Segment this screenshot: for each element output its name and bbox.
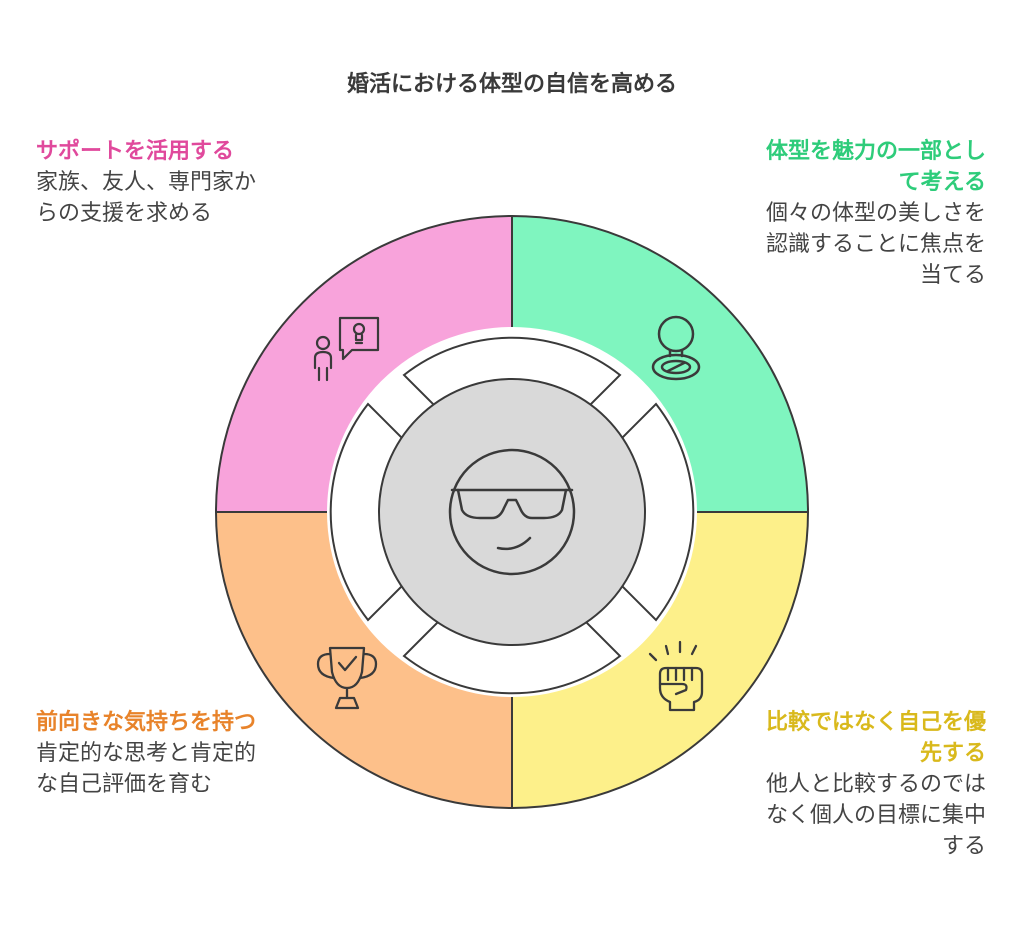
section-self-priority: 比較ではなく自己を優先する 他人と比較するのではなく個人の目標に集中する: [754, 707, 986, 862]
section-body-as-charm: 体型を魅力の一部として考える 個々の体型の美しさを認識することに焦点を当てる: [754, 136, 986, 291]
section-body: 他人と比較するのではなく個人の目標に集中する: [765, 772, 986, 859]
section-support: サポートを活用する 家族、友人、専門家からの支援を求める: [36, 136, 268, 229]
section-heading: 前向きな気持ちを持つ: [36, 710, 257, 735]
section-heading: 比較ではなく自己を優先する: [765, 710, 986, 766]
section-body: 肯定的な思考と肯定的な自己評価を育む: [36, 741, 257, 797]
center-disc: [378, 378, 646, 646]
person-lightbulb-icon: [313, 316, 380, 382]
section-heading: 体型を魅力の一部として考える: [765, 139, 986, 195]
mirror-icon: [651, 315, 701, 381]
section-body: 家族、友人、専門家からの支援を求める: [36, 170, 257, 226]
page-title: 婚活における体型の自信を高める: [346, 72, 677, 97]
section-heading: サポートを活用する: [36, 139, 235, 164]
section-positive-mind: 前向きな気持ちを持つ 肯定的な思考と肯定的な自己評価を育む: [36, 707, 268, 800]
sunglasses-face-icon: [448, 448, 576, 576]
fist-icon: [648, 640, 704, 712]
section-body: 個々の体型の美しさを認識することに焦点を当てる: [765, 201, 986, 288]
trophy-icon: [316, 646, 378, 710]
